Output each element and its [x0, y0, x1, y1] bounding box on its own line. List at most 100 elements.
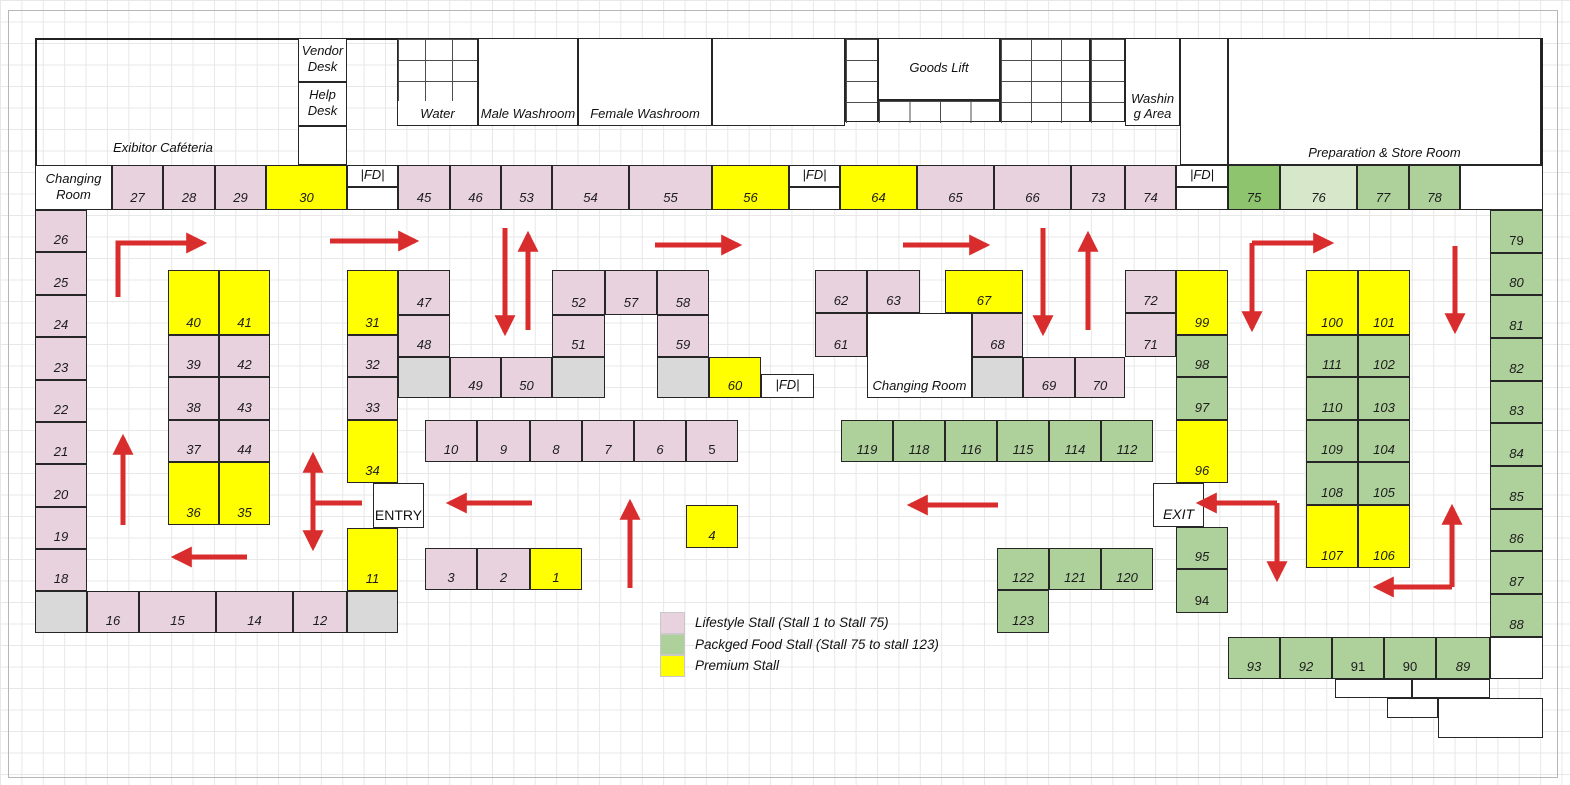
- goods-lift: Goods Lift: [878, 38, 1000, 100]
- stall-36: 36: [168, 462, 219, 525]
- blocked-cell: [657, 357, 709, 398]
- stall-54: 54: [552, 165, 629, 210]
- goods-lift-cells-right-cells: [1001, 39, 1089, 123]
- stall-121: 121: [1049, 548, 1101, 590]
- stall-56: 56: [712, 165, 789, 210]
- exhibitor-cafeteria-label-label: Exibitor Caféteria: [113, 140, 213, 156]
- stall-15: 15: [139, 591, 216, 633]
- premium-swatch: [660, 655, 685, 677]
- stall-3: 3: [425, 548, 477, 590]
- stall-27: 27: [112, 165, 163, 210]
- stall-106: 106: [1358, 505, 1410, 568]
- stall-107: 107: [1306, 505, 1358, 568]
- stall-55: 55: [629, 165, 712, 210]
- changing-room-mid: Changing Room: [867, 313, 972, 398]
- fd-4: |FD|: [761, 374, 814, 398]
- goods-lift-label: Goods Lift: [909, 60, 969, 76]
- stall-7: 7: [582, 420, 634, 462]
- stall-64: 64: [840, 165, 917, 210]
- stall-26: 26: [35, 210, 87, 252]
- stall-28: 28: [163, 165, 215, 210]
- goods-lift-cells-bottom: [878, 100, 1000, 123]
- fd-2: |FD|: [789, 165, 840, 187]
- stall-4: 4: [686, 505, 738, 548]
- vendor-desk: Vendor Desk: [298, 38, 347, 82]
- legend: Lifestyle Stall (Stall 1 to Stall 75) Pa…: [660, 612, 939, 677]
- female-washroom-label: Female Washroom: [590, 106, 700, 122]
- stall-31: 31: [347, 270, 398, 335]
- stall-91: 91: [1332, 637, 1384, 679]
- stall-116: 116: [945, 420, 997, 462]
- stall-20: 20: [35, 464, 87, 507]
- fd-3-label: |FD|: [1189, 167, 1215, 183]
- exit-label: EXIT: [1162, 506, 1195, 523]
- stall-6: 6: [634, 420, 686, 462]
- goods-lift-cells-left: [845, 38, 878, 123]
- stall-16: 16: [87, 591, 139, 633]
- stall-103: 103: [1358, 377, 1410, 420]
- stall-38: 38: [168, 377, 219, 420]
- female-washroom: Female Washroom: [578, 38, 712, 126]
- stall-10: 10: [425, 420, 477, 462]
- stall-88: 88: [1490, 594, 1543, 637]
- changing-room-left-label: Changing Room: [45, 170, 102, 202]
- stall-29: 29: [215, 165, 266, 210]
- legend-row-premium: Premium Stall: [660, 655, 939, 677]
- stall-58: 58: [657, 270, 709, 315]
- preparation-store-room: Preparation & Store Room: [1228, 38, 1541, 165]
- step-2: [1412, 679, 1490, 698]
- stall-114: 114: [1049, 420, 1101, 462]
- stall-99: 99: [1176, 270, 1228, 335]
- stall-50: 50: [501, 357, 552, 398]
- stall-87: 87: [1490, 551, 1543, 594]
- stall-18: 18: [35, 549, 87, 591]
- stall-102: 102: [1358, 335, 1410, 377]
- legend-label-premium: Premium Stall: [695, 658, 780, 674]
- stall-69: 69: [1023, 357, 1075, 398]
- stall-118: 118: [893, 420, 945, 462]
- washing-area: Washin g Area: [1125, 38, 1180, 126]
- stall-32: 32: [347, 335, 398, 377]
- stall-37: 37: [168, 420, 219, 462]
- stall-110: 110: [1306, 377, 1358, 420]
- stall-100: 100: [1306, 270, 1358, 335]
- fd-1-lower: [347, 187, 398, 210]
- blocked-cell: [35, 591, 87, 633]
- stall-48: 48: [398, 315, 450, 357]
- stall-112: 112: [1101, 420, 1153, 462]
- stall-104: 104: [1358, 420, 1410, 462]
- blocked-cell: [972, 357, 1023, 398]
- packaged-food-swatch: [660, 633, 685, 655]
- blocked-cell: [398, 357, 450, 398]
- water: Water: [397, 38, 478, 126]
- goods-lift-cells-left-cells: [846, 39, 877, 123]
- stall-101: 101: [1358, 270, 1410, 335]
- stall-33: 33: [347, 377, 398, 420]
- changing-room-left: Changing Room: [35, 165, 112, 210]
- stall-41: 41: [219, 270, 270, 335]
- stall-14: 14: [216, 591, 293, 633]
- help-desk-label: Help Desk: [307, 87, 338, 118]
- stall-109: 109: [1306, 420, 1358, 462]
- stall-43: 43: [219, 377, 270, 420]
- stall-23: 23: [35, 337, 87, 380]
- stall-108: 108: [1306, 462, 1358, 505]
- entry-label: ENTRY: [374, 507, 423, 524]
- stall-86: 86: [1490, 509, 1543, 551]
- vendor-desk-label: Vendor Desk: [301, 43, 344, 74]
- fd-4-label: |FD|: [775, 377, 800, 393]
- stall-63: 63: [867, 270, 920, 313]
- stall-1: 1: [530, 548, 582, 590]
- stall-67: 67: [945, 270, 1023, 313]
- water-cells: [398, 39, 477, 101]
- stall-96: 96: [1176, 420, 1228, 483]
- stall-90: 90: [1384, 637, 1436, 679]
- stall-84: 84: [1490, 423, 1543, 466]
- stall-11: 11: [347, 528, 398, 591]
- stall-62: 62: [815, 270, 867, 313]
- preparation-store-room-label: Preparation & Store Room: [1308, 145, 1461, 161]
- stall-82: 82: [1490, 338, 1543, 381]
- fd-1: |FD|: [347, 165, 398, 187]
- stall-68: 68: [972, 313, 1023, 357]
- stall-123: 123: [997, 590, 1049, 633]
